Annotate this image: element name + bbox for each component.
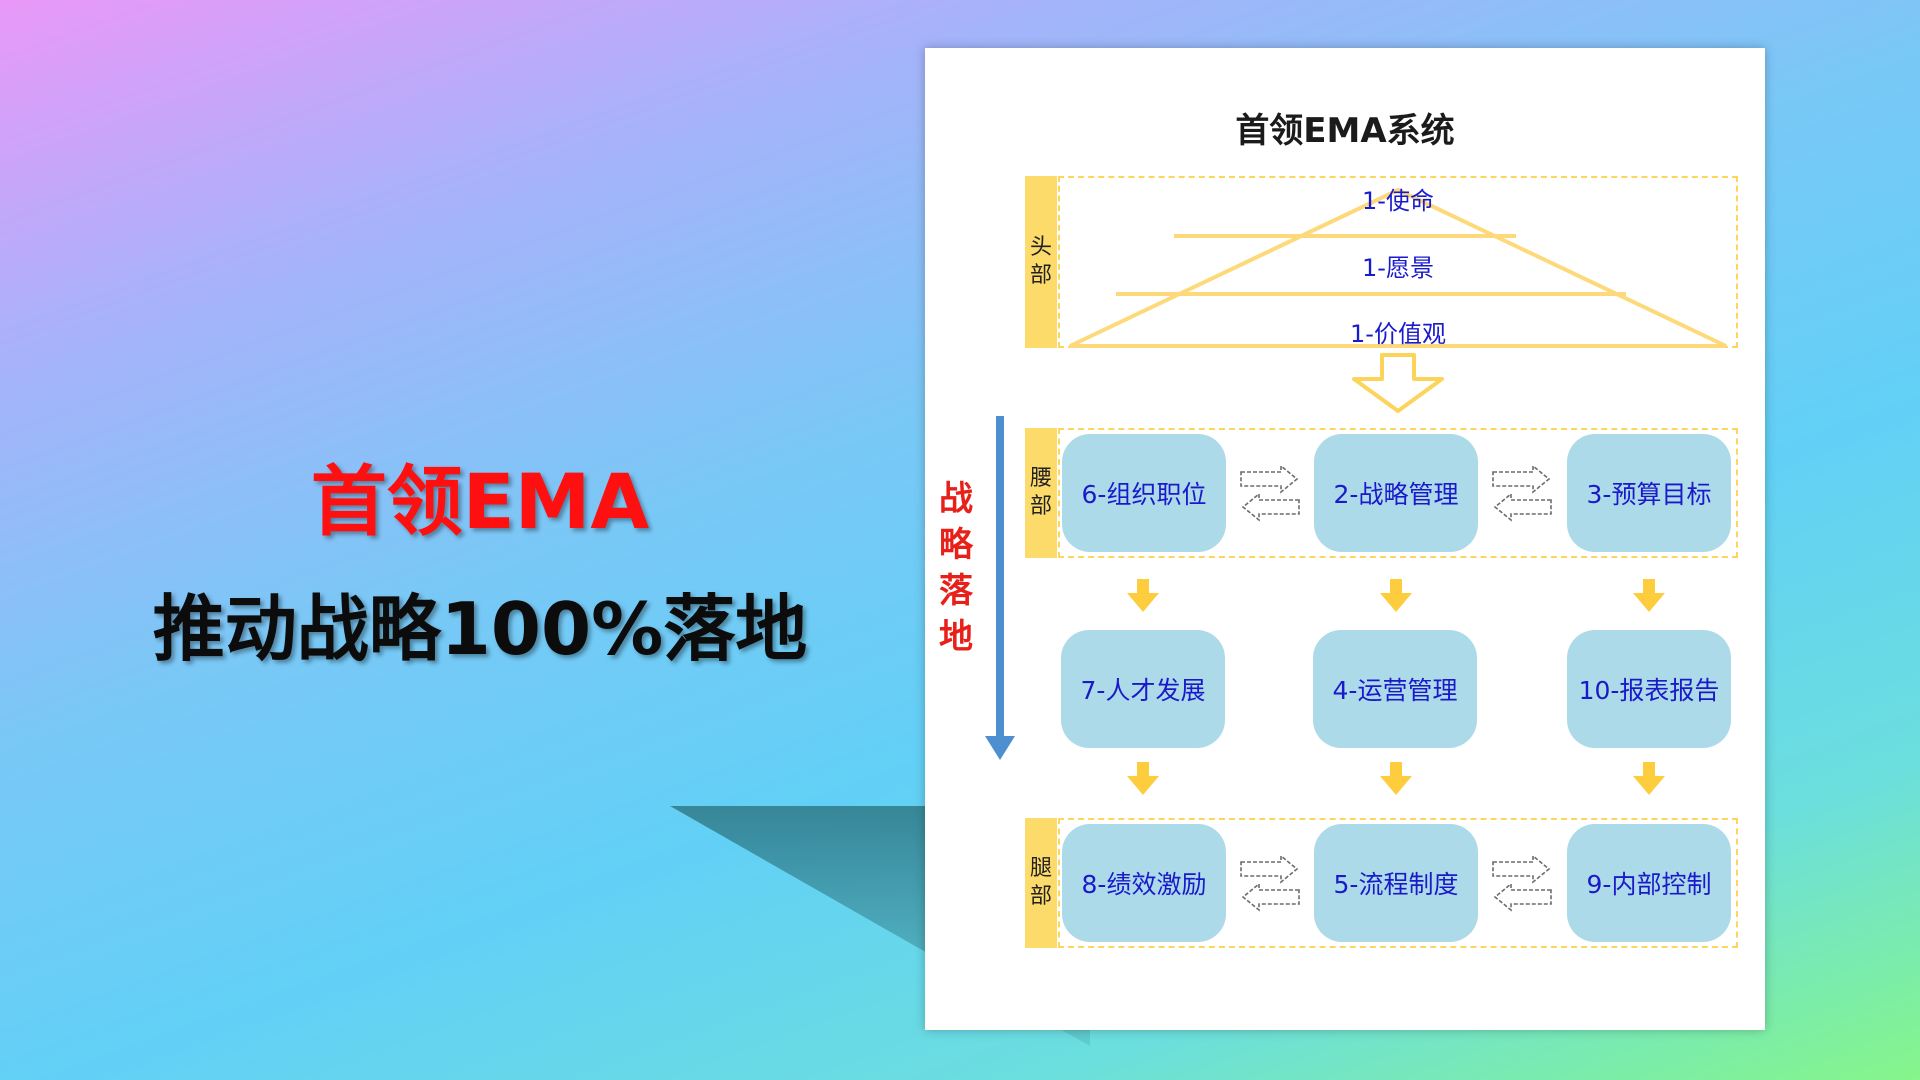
hollow-down-arrow-icon	[1352, 353, 1444, 413]
waist-section-box	[1058, 428, 1738, 558]
layer-vision: 1-愿景	[1362, 254, 1434, 282]
layer-values: 1-价值观	[1350, 320, 1446, 348]
down-arrow-icon	[1127, 762, 1159, 795]
down-arrow-icon	[1380, 762, 1412, 795]
bidirectional-arrow-icon	[1492, 464, 1552, 522]
node-reporting: 10-报表报告	[1567, 630, 1731, 748]
node-organization: 6-组织职位	[1062, 434, 1226, 552]
down-arrow-icon	[1633, 579, 1665, 612]
headline-subtitle: 推动战略100%落地	[152, 587, 808, 671]
bidirectional-arrow-icon	[1240, 464, 1300, 522]
node-budget: 3-预算目标	[1567, 434, 1731, 552]
diagram-title: 首领EMA系统	[1235, 111, 1455, 151]
down-arrow-icon	[1127, 579, 1159, 612]
bidirectional-arrow-icon	[1492, 854, 1552, 912]
down-arrow-icon	[1633, 762, 1665, 795]
down-arrow-icon	[1380, 579, 1412, 612]
node-performance: 8-绩效激励	[1062, 824, 1226, 942]
legs-section-box	[1058, 818, 1738, 948]
node-operations: 4-运营管理	[1313, 630, 1477, 748]
section-label-head: 头部	[1025, 176, 1057, 348]
flow-label: 战略落地	[939, 479, 973, 657]
headline-title: 首领EMA	[310, 457, 650, 546]
section-label-waist: 腰部	[1025, 428, 1057, 558]
layer-mission: 1-使命	[1362, 187, 1434, 215]
node-talent: 7-人才发展	[1061, 630, 1225, 748]
node-strategy: 2-战略管理	[1314, 434, 1478, 552]
head-pyramid	[1069, 187, 1727, 348]
ema-diagram-card: 首领EMA系统 头部 1-使命 1-愿景 1-价值观 战略落地 腰部 6-组织职…	[925, 48, 1765, 1030]
bidirectional-arrow-icon	[1240, 854, 1300, 912]
node-internal-control: 9-内部控制	[1567, 824, 1731, 942]
section-label-legs: 腿部	[1025, 818, 1057, 948]
node-process: 5-流程制度	[1314, 824, 1478, 942]
strategy-flow-arrow-icon	[985, 416, 1015, 760]
